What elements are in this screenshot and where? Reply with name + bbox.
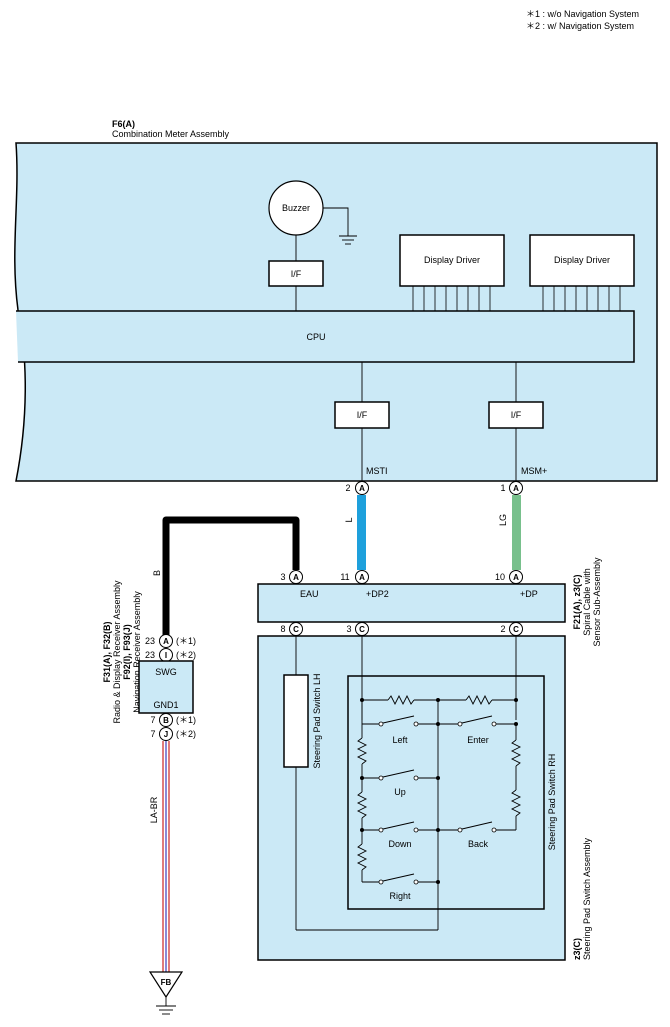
pin-radio-a23-mark: (＊1) (176, 636, 196, 646)
gnd1-label: GND1 (153, 700, 178, 710)
if-label-buzzer: I/F (291, 269, 302, 279)
pin-spiral-a3 (289, 570, 303, 584)
display-driver-1-label: Display Driver (424, 255, 480, 265)
pin-radio-a23 (159, 634, 173, 648)
pin-meter-a1-num: 1 (500, 483, 505, 493)
swg-label: SWG (155, 667, 177, 677)
radio-code-1: F31(A), F32(B) (102, 621, 112, 682)
steering-pad-rh-label: Steering Pad Switch RH (547, 754, 557, 851)
display-driver-2 (529, 234, 635, 287)
if-box-msti (334, 401, 390, 429)
pin-spiral-a11-num: 11 (340, 572, 349, 582)
pin-radio-b7-num: 7 (150, 715, 155, 725)
steering-pad-lh-box (283, 674, 309, 768)
pin-radio-i23-letter: I (165, 651, 167, 660)
pin-meter-a1-letter: A (513, 484, 519, 493)
msti-label: MSTI (366, 466, 388, 476)
dp-label: +DP (520, 589, 538, 599)
wire-b-label: B (152, 570, 162, 576)
pin-c8-num: 8 (280, 624, 285, 634)
radio-code-2: F92(I), F93(J) (122, 624, 132, 680)
switch-right-label: Right (389, 891, 411, 901)
pin-c8-letter: C (293, 625, 299, 634)
if-label-msm: I/F (511, 410, 522, 420)
wire-l-label: L (344, 517, 354, 522)
pin-radio-j7-mark: (＊2) (176, 729, 196, 739)
pin-radio-b7-mark: (＊1) (176, 715, 196, 725)
pin-meter-a2-num: 2 (345, 483, 350, 493)
pin-c2-letter: C (513, 625, 519, 634)
steering-name: Steering Pad Switch Assembly (582, 837, 592, 960)
ground-fb-label: FB (161, 978, 172, 987)
wire-lg-label: LG (498, 514, 508, 526)
pin-spiral-a11 (355, 570, 369, 584)
pin-spiral-a3-num: 3 (280, 572, 285, 582)
pin-radio-b7-letter: B (163, 716, 169, 725)
buzzer-label: Buzzer (282, 203, 310, 213)
display-driver-1 (399, 234, 505, 287)
steering-pad-rh-box (347, 675, 545, 910)
wire-b (162, 516, 300, 640)
switch-down-label: Down (388, 839, 411, 849)
display-driver-bus-1 (412, 286, 491, 311)
pin-radio-j7-letter: J (164, 730, 168, 739)
pin-c2-num: 2 (500, 624, 505, 634)
display-driver-bus-2 (542, 286, 621, 311)
pin-spiral-a10-num: 10 (495, 572, 505, 582)
meter-code: F6(A) (112, 119, 135, 129)
note-without-nav: ＊1 : w/o Navigation System (526, 9, 639, 19)
pin-spiral-a10 (509, 570, 523, 584)
spiral-code: F21(A), z3(C) (572, 574, 582, 629)
pin-meter-a2-letter: A (359, 484, 365, 493)
if-label-msti: I/F (357, 410, 368, 420)
pin-radio-a23-letter: A (163, 637, 169, 646)
cpu-label: CPU (306, 332, 325, 342)
steering-code: z3(C) (572, 938, 582, 960)
pin-spiral-a11-letter: A (359, 573, 365, 582)
pin-c3-letter: C (359, 625, 365, 634)
pin-meter-a1 (509, 481, 523, 495)
cpu-box (16, 310, 635, 363)
note-with-nav: ＊2 : w/ Navigation System (526, 21, 634, 31)
pin-radio-b7 (159, 713, 173, 727)
pin-spiral-a3-letter: A (293, 573, 299, 582)
spiral-name-2: Sensor Sub-Assembly (592, 557, 602, 647)
eau-label: EAU (300, 589, 319, 599)
pin-meter-a2 (355, 481, 369, 495)
display-driver-2-label: Display Driver (554, 255, 610, 265)
pin-radio-j7 (159, 727, 173, 741)
pin-spiral-a10-letter: A (513, 573, 519, 582)
pin-radio-a23-num: 23 (145, 636, 155, 646)
pin-radio-j7-num: 7 (150, 729, 155, 739)
pin-radio-i23-mark: (＊2) (176, 650, 196, 660)
meter-name: Combination Meter Assembly (112, 129, 230, 139)
pin-radio-i23-num: 23 (145, 650, 155, 660)
radio-swg-box (138, 660, 194, 714)
spiral-name-1: Spiral Cable with (582, 568, 592, 636)
rh-switch-network (356, 636, 522, 930)
switch-up-label: Up (394, 787, 406, 797)
wire-lg (512, 495, 521, 570)
wire-la-br-label: LA-BR (149, 796, 159, 823)
spiral-cable-box (257, 583, 566, 623)
msm-label: MSM+ (521, 466, 547, 476)
wire-l (357, 495, 366, 570)
switch-left-label: Left (392, 735, 408, 745)
radio-name-1: Radio & Display Receiver Assembly (112, 580, 122, 724)
ground-fb-triangle (148, 971, 184, 999)
steering-pad-lh-label: Steering Pad Switch LH (312, 673, 322, 768)
wire-la-br (162, 741, 170, 972)
radio-name-2: Navigation Receiver Assembly (132, 591, 142, 713)
pin-c3-num: 3 (346, 624, 351, 634)
switch-back-label: Back (468, 839, 489, 849)
switch-enter-label: Enter (467, 735, 489, 745)
dp2-label: +DP2 (366, 589, 389, 599)
